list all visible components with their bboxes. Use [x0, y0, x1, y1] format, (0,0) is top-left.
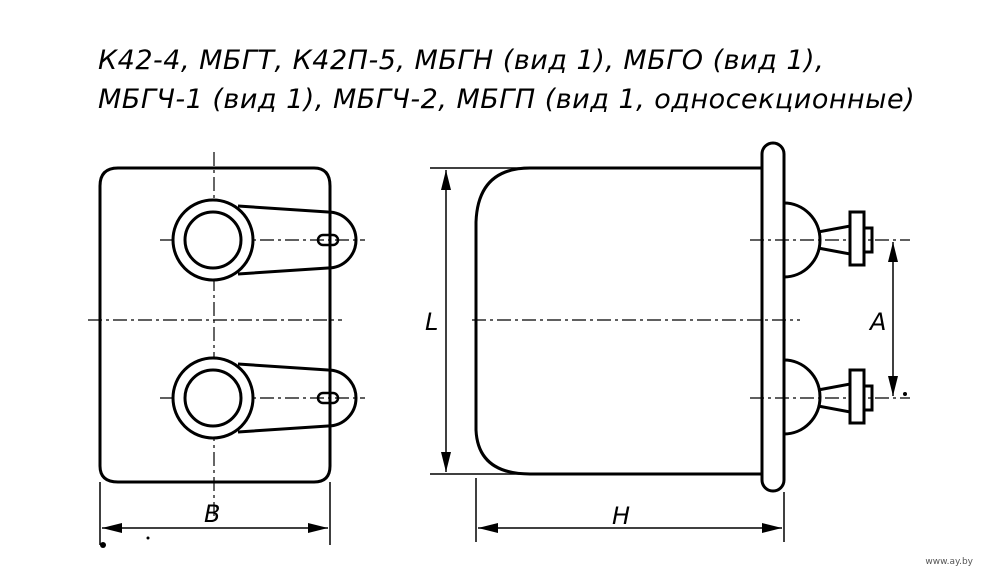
upper-terminal-hole [183, 210, 243, 270]
dimension-b [99, 482, 331, 545]
upper-lead-dome [783, 201, 822, 279]
dimension-h-label: H [612, 502, 630, 530]
lower-lead-terminal [783, 358, 874, 436]
upper-terminal [171, 198, 358, 282]
side-view-flange [760, 141, 786, 493]
lower-terminal-hole [183, 368, 243, 428]
watermark: www.ay.by [925, 557, 973, 567]
speck-mark [146, 536, 150, 540]
side-view [430, 141, 910, 542]
lower-terminal-slot [316, 391, 340, 405]
lower-terminal [171, 356, 358, 440]
dimension-h [475, 478, 785, 542]
upper-lead-nut [848, 210, 866, 267]
dimension-b-label: B [204, 500, 220, 528]
upper-lead-terminal [783, 201, 874, 279]
upper-lead-tip [864, 226, 874, 254]
title-line-1: К42-4, МБГТ, К42П-5, МБГН (вид 1), МБГО … [98, 45, 825, 76]
lower-lead-tip [864, 384, 874, 412]
speck-mark [903, 392, 907, 396]
dimension-l [430, 167, 530, 475]
side-view-body [474, 166, 764, 476]
dimension-l-label: L [425, 308, 438, 336]
lower-lead-nut [848, 368, 866, 425]
dimension-a [888, 242, 898, 396]
lower-terminal-lug [237, 362, 358, 434]
front-view-body [98, 166, 332, 484]
front-view [88, 152, 365, 545]
lower-lead-dome [783, 358, 822, 436]
title-line-2: МБГЧ-1 (вид 1), МБГЧ-2, МБГП (вид 1, одн… [98, 84, 916, 115]
upper-terminal-lug [237, 204, 358, 276]
speck-mark [100, 542, 106, 548]
dimension-a-label: A [868, 308, 886, 336]
upper-terminal-slot [316, 233, 340, 247]
